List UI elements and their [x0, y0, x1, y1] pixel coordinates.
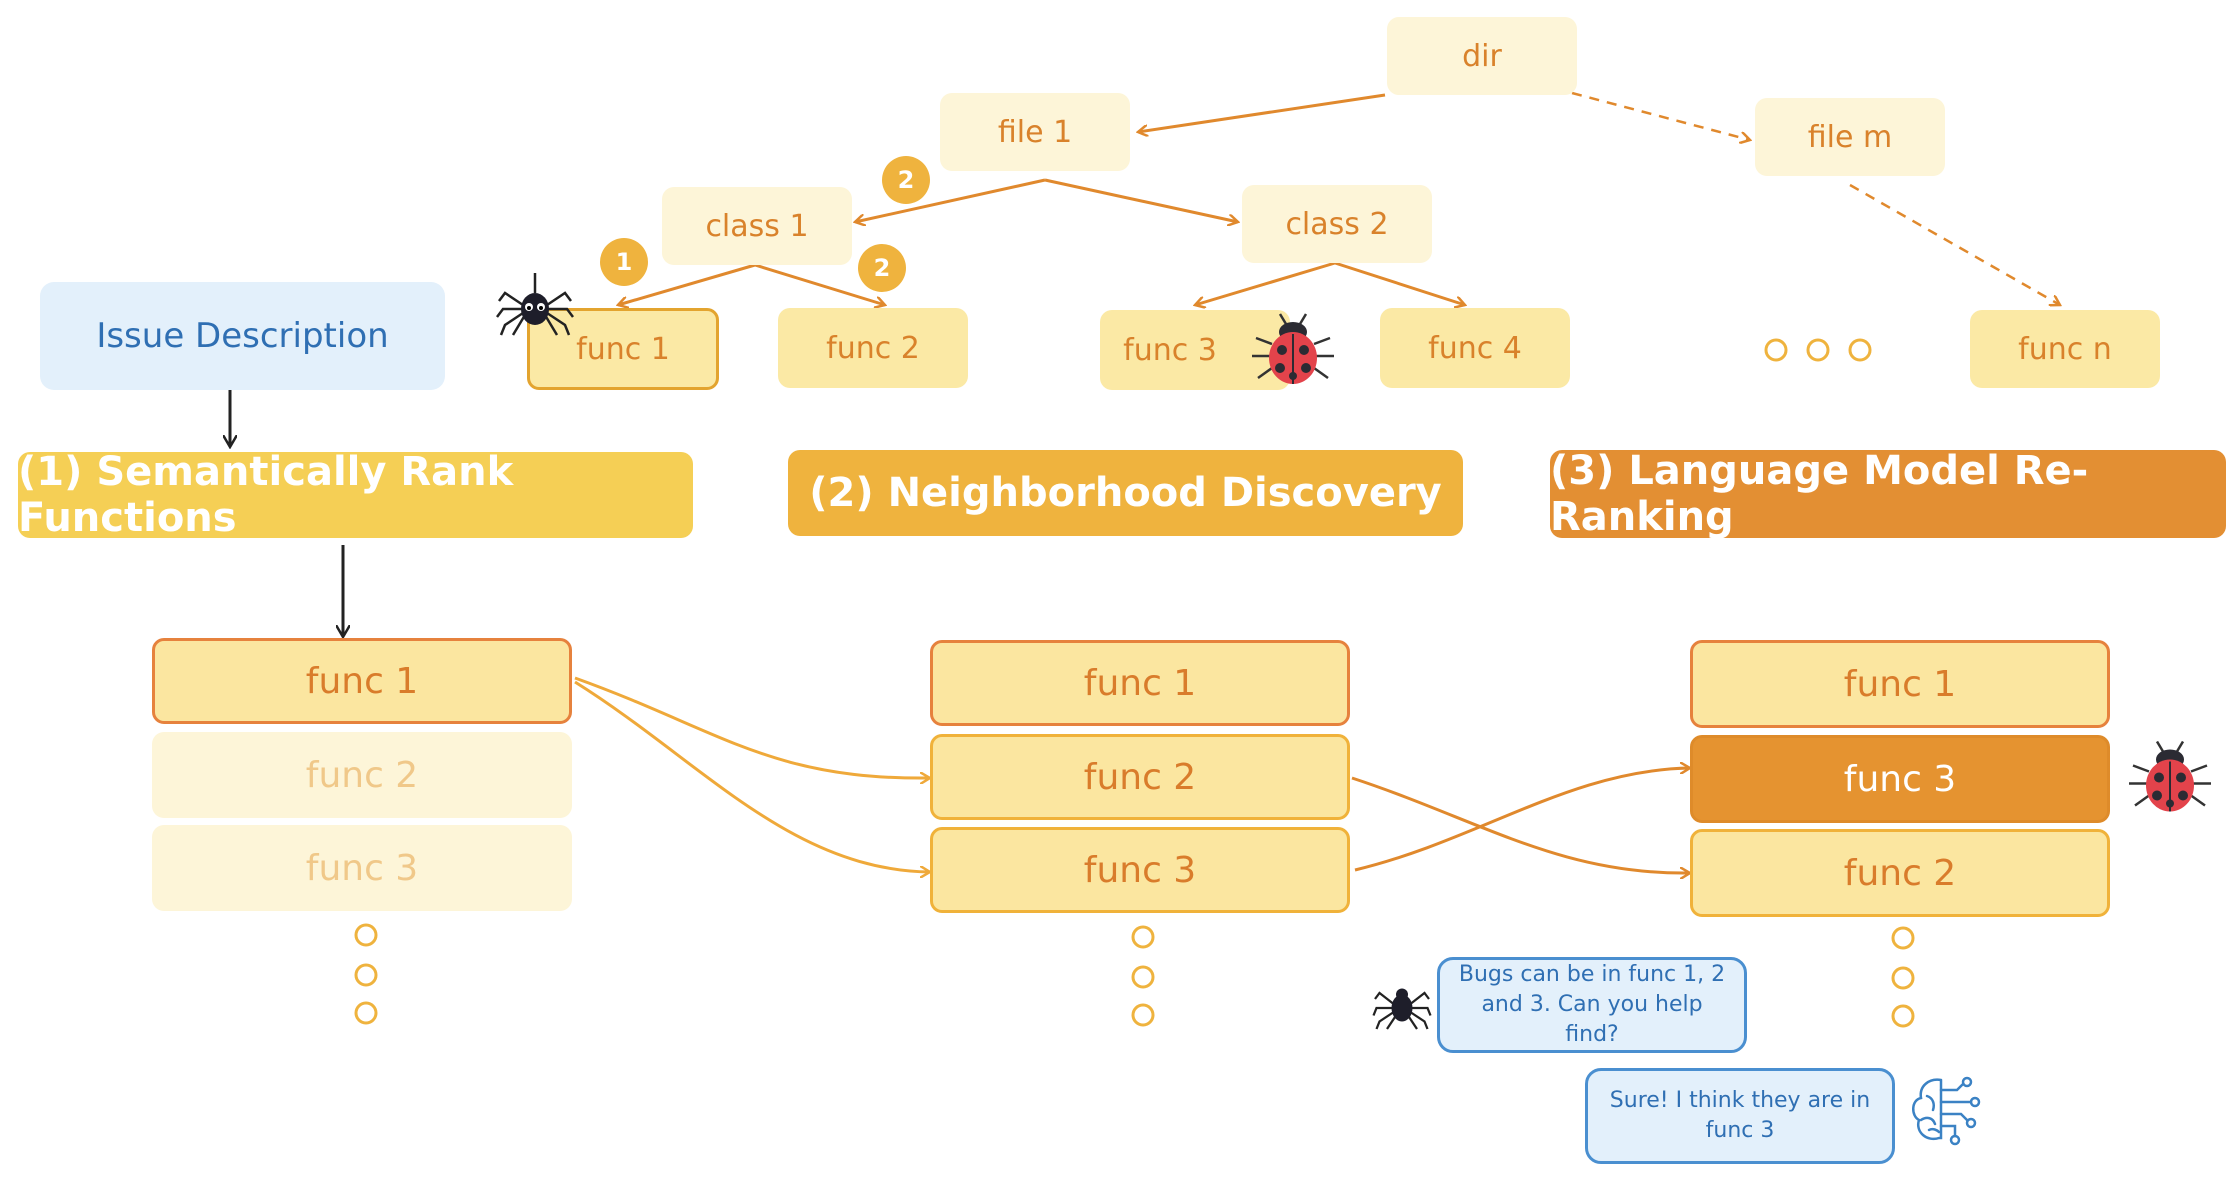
node-class1: class 1: [662, 187, 852, 265]
edge-class1-func2: [754, 263, 885, 305]
tree-ellipsis: [1764, 338, 1872, 362]
node-filem: file m: [1755, 98, 1945, 176]
ladybug-icon: [2129, 740, 2211, 812]
spider-icon: [496, 273, 574, 336]
edge-class2-func3: [1195, 261, 1336, 305]
edge-dir-file1: [1138, 93, 1386, 132]
order-badge-1-func1: 1: [600, 238, 648, 286]
ranking2-item-3: func 3: [930, 827, 1350, 913]
flow-r2-func3-to-r3-func3: [1354, 768, 1690, 872]
edge-dir-filem: [1571, 91, 1750, 140]
ranking1-ellipsis: [354, 923, 378, 1025]
ranking3-item-3: func 2: [1690, 829, 2110, 917]
node-funcn: func n: [1970, 310, 2160, 388]
ranking1-item-3: func 3: [152, 825, 572, 911]
step1-banner: (1) Semantically Rank Functions: [18, 449, 693, 541]
node-func2: func 2: [778, 308, 968, 388]
node-func4: func 4: [1380, 308, 1570, 388]
ranking2-item-1: func 1: [930, 640, 1350, 726]
ranking3-ellipsis: [1891, 926, 1915, 1028]
order-badge-2-class1: 2: [882, 156, 930, 204]
ai-brain-icon: [1912, 1076, 1981, 1146]
node-dir: dir: [1387, 17, 1577, 95]
edge-class1-func1: [618, 263, 756, 305]
model-chat-bubble: Sure! I think they are in func 3: [1585, 1068, 1895, 1164]
ladybug-icon: [1252, 313, 1334, 384]
issue-description: Issue Description: [40, 282, 445, 390]
ranking2-ellipsis: [1131, 925, 1155, 1027]
node-file1: file 1: [940, 93, 1130, 171]
step3-banner: (3) Language Model Re-Ranking: [1550, 448, 2226, 540]
node-class2: class 2: [1242, 185, 1432, 263]
ranking3-item-2: func 3: [1690, 735, 2110, 823]
edge-filem-funcn: [1849, 183, 2060, 305]
flow-r2-func2-to-r3-func2: [1351, 776, 1690, 873]
flow-r1-func1-to-r2-func3: [574, 680, 930, 872]
order-badge-2-func2: 2: [858, 244, 906, 292]
flow-r1-func1-to-r2-func2: [574, 676, 930, 778]
edge-file1-class1: [855, 178, 1046, 222]
ranking2-item-2: func 2: [930, 734, 1350, 820]
step2-banner: (2) Neighborhood Discovery: [788, 450, 1463, 536]
edge-class2-func4: [1334, 261, 1465, 305]
user-chat-bubble: Bugs can be in func 1, 2 and 3. Can you …: [1437, 957, 1747, 1053]
edge-file1-class2: [1044, 178, 1238, 222]
ranking1-item-2: func 2: [152, 732, 572, 818]
spider-icon: [1372, 988, 1432, 1030]
ranking1-item-1: func 1: [152, 638, 572, 724]
ranking3-item-1: func 1: [1690, 640, 2110, 728]
